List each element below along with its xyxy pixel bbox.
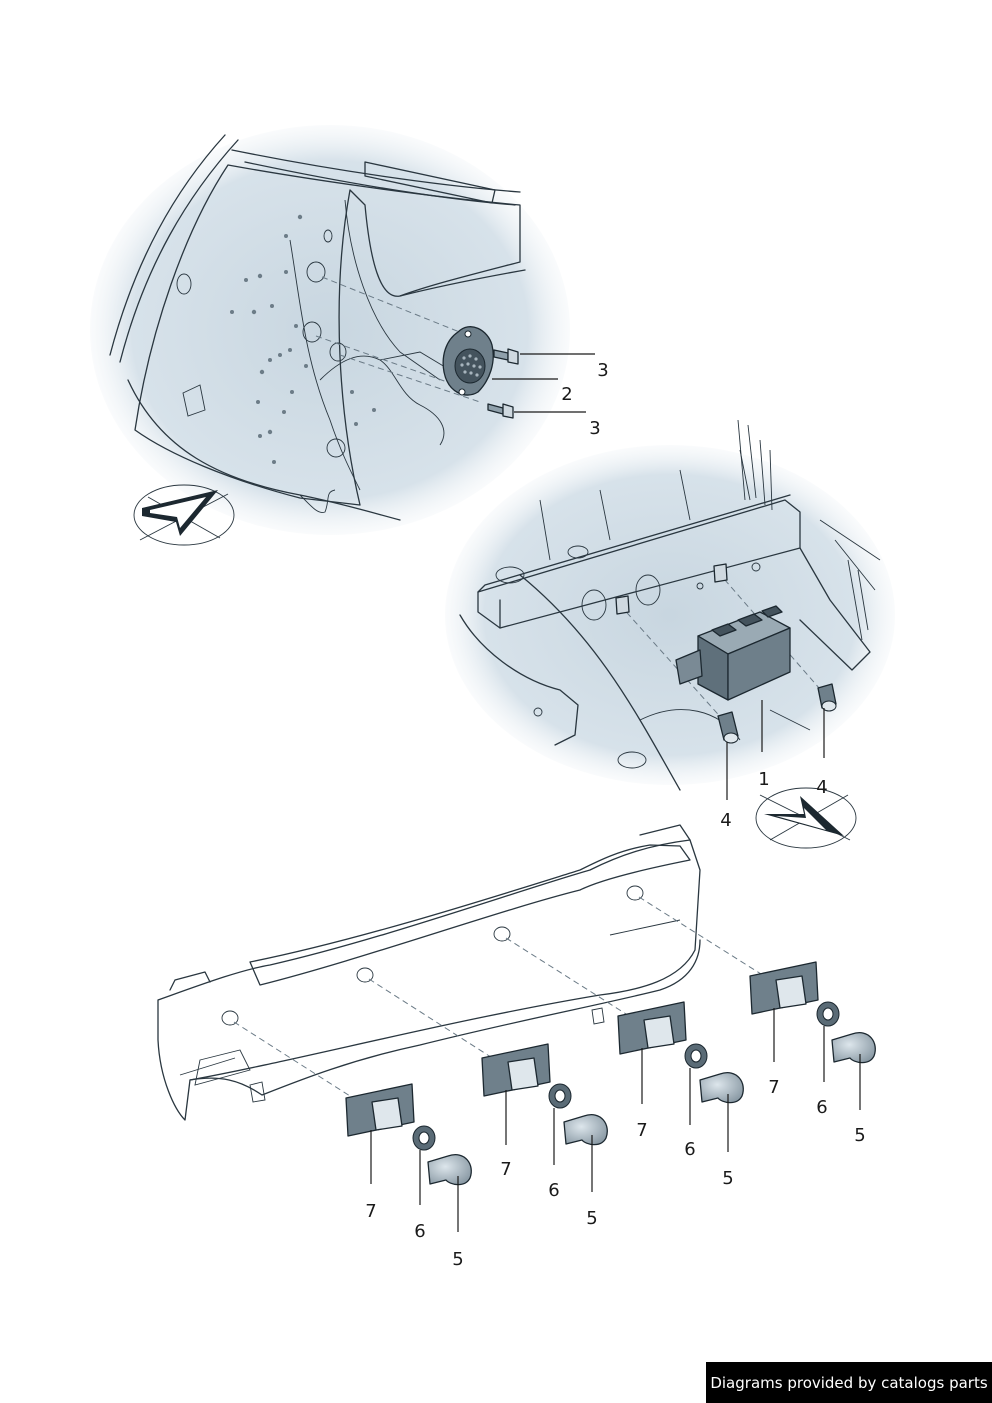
floor-control-unit-view xyxy=(445,419,895,849)
callout-4-left: 4 xyxy=(720,810,731,831)
callout-7-set3: 7 xyxy=(636,1120,647,1141)
callout-6-set4: 6 xyxy=(816,1097,827,1118)
callout-7-set4: 7 xyxy=(768,1077,779,1098)
speaker-signal-horn xyxy=(442,326,494,396)
callout-6-set1: 6 xyxy=(414,1221,425,1242)
direction-arrow-icon-2 xyxy=(755,787,857,849)
callout-labels: 3 2 3 1 4 4 7 6 5 7 6 5 7 6 5 7 6 5 xyxy=(365,360,865,1270)
parking-aid-control-unit xyxy=(675,605,791,701)
interior-panel-view xyxy=(90,125,570,546)
stud-right xyxy=(713,563,728,583)
callout-7-set1: 7 xyxy=(365,1201,376,1222)
callout-6-set2: 6 xyxy=(548,1180,559,1201)
bolt-lower xyxy=(487,403,514,419)
direction-arrow-icon xyxy=(133,484,235,546)
bolt-upper xyxy=(493,348,519,365)
clip-right xyxy=(817,683,837,712)
credit-banner: Diagrams provided by catalogs parts xyxy=(706,1362,992,1403)
callout-5-set4: 5 xyxy=(854,1125,865,1146)
clip-left xyxy=(717,711,739,744)
sensor-set-3 xyxy=(617,1001,744,1104)
callout-3-upper: 3 xyxy=(597,360,608,381)
callout-4-right: 4 xyxy=(816,777,827,798)
callout-1: 1 xyxy=(758,769,769,790)
rear-bumper-view xyxy=(157,824,876,1186)
callout-6-set3: 6 xyxy=(684,1139,695,1160)
callout-5-set1: 5 xyxy=(452,1249,463,1270)
sensor-set-2 xyxy=(481,1043,608,1146)
callout-2: 2 xyxy=(561,384,572,405)
stud-left xyxy=(615,595,630,615)
leader-lines xyxy=(370,353,861,1232)
sensor-set-1 xyxy=(345,1083,472,1186)
callout-3-lower: 3 xyxy=(589,418,600,439)
callout-5-set2: 5 xyxy=(586,1208,597,1229)
callout-7-set2: 7 xyxy=(500,1159,511,1180)
callout-5-set3: 5 xyxy=(722,1168,733,1189)
sensor-set-4 xyxy=(749,961,876,1064)
